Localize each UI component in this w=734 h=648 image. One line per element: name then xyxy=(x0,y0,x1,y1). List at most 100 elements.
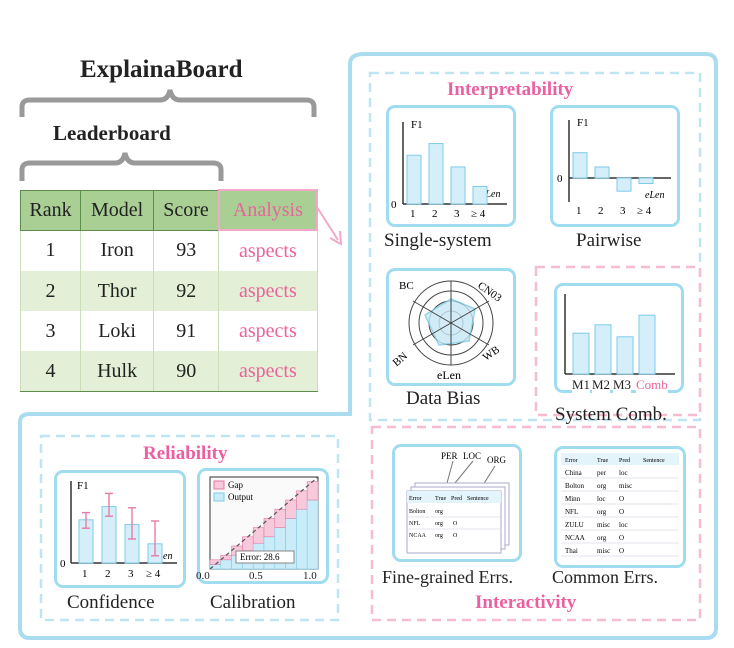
single-system-label: Single-system xyxy=(384,230,492,251)
cell-model: Hulk xyxy=(79,351,155,392)
cell-aspects-link[interactable]: aspects xyxy=(218,230,318,271)
reliability-label: Reliability xyxy=(143,443,228,464)
cell-rank: 1 xyxy=(20,230,81,271)
x-tick: ≥ 4 xyxy=(146,568,161,580)
gap-bar xyxy=(242,536,254,551)
ce-header: Pred xyxy=(619,458,630,464)
bar xyxy=(406,154,422,205)
x-tick: M2 xyxy=(592,377,611,393)
fg-header: Pred xyxy=(451,496,462,502)
ce-cell: China xyxy=(565,469,583,477)
leaderboard-title: Leaderboard xyxy=(53,121,171,145)
x-tick: M3 xyxy=(613,377,632,393)
x-tick: 1 xyxy=(410,208,416,220)
fg-header: Error xyxy=(409,496,422,502)
interactivity-label: Interactivity xyxy=(473,592,579,614)
cell-rank: 2 xyxy=(20,271,81,311)
cell-model: Loki xyxy=(79,311,155,351)
x-axis-label: eLen xyxy=(645,190,664,201)
confidence-label: Confidence xyxy=(67,592,155,613)
table-row: 3 Loki 91 aspects xyxy=(20,311,318,351)
table-row: 1 Iron 93 aspects xyxy=(20,230,318,271)
calibration-card[interactable]: Gap Output Error: 28.6 xyxy=(197,468,329,584)
zero-tick: 0 xyxy=(391,199,397,211)
ce-cell: NCAA xyxy=(565,534,585,542)
table-row: 4 Hulk 90 aspects xyxy=(20,351,318,392)
x-tick: 3 xyxy=(454,208,460,220)
fg-cell: O xyxy=(453,533,458,539)
gap-bar xyxy=(306,481,319,501)
y-axis-label: F1 xyxy=(77,480,89,492)
ce-cell: O xyxy=(619,534,624,542)
calibration-error: Error: 28.6 xyxy=(240,552,280,562)
x-tick: Comb xyxy=(636,377,668,393)
radar-label-cn03: CN03 xyxy=(475,280,504,305)
ce-cell: org xyxy=(597,508,607,516)
ce-cell: loc xyxy=(619,469,628,477)
ce-cell: ZULU xyxy=(565,521,584,529)
ce-cell: Bolton xyxy=(565,482,585,490)
ce-cell: org xyxy=(597,534,607,542)
system-comb-card[interactable] xyxy=(554,283,684,393)
calib-tick-0: 0.0 xyxy=(196,570,210,582)
explainaboard-title: ExplainaBoard xyxy=(80,56,243,83)
fine-grained-card[interactable]: PER LOC ORG Error True Pred Sentence Bol… xyxy=(392,444,522,562)
fg-cell: NCAA xyxy=(409,533,427,539)
x-tick: 3 xyxy=(128,568,134,580)
ce-cell: misc xyxy=(619,482,632,490)
leaderboard-table: Rank Model Score Analysis 1 Iron 93 aspe… xyxy=(20,189,319,392)
bar xyxy=(472,185,488,205)
cell-aspects-link[interactable]: aspects xyxy=(218,271,318,311)
ce-cell: per xyxy=(597,469,607,477)
fg-cell: O xyxy=(453,521,458,527)
calib-tick-1: 1.0 xyxy=(303,570,317,582)
header-model: Model xyxy=(79,189,155,231)
table-header-row: Rank Model Score Analysis xyxy=(20,189,319,231)
fg-cell: org xyxy=(435,509,443,515)
radar-label-elen: eLen xyxy=(437,368,461,382)
ce-cell: O xyxy=(619,495,624,503)
common-errs-label: Common Errs. xyxy=(552,567,658,587)
calibration-label: Calibration xyxy=(210,592,296,613)
ce-cell: NFL xyxy=(565,508,578,516)
data-bias-label: Data Bias xyxy=(406,388,481,409)
bar xyxy=(450,166,466,205)
calib-tick-05: 0.5 xyxy=(249,570,263,582)
cell-aspects-link[interactable]: aspects xyxy=(218,351,318,392)
x-tick: 2 xyxy=(598,205,604,217)
bar xyxy=(616,336,634,375)
tag-org: ORG xyxy=(487,455,507,465)
ce-header: Sentence xyxy=(643,458,665,464)
x-tick: 1 xyxy=(82,568,88,580)
data-bias-card[interactable]: BC CN03 BN WB eLen xyxy=(386,268,516,386)
gap-bar xyxy=(252,527,265,544)
legend-output: Output xyxy=(228,492,254,502)
header-analysis[interactable]: Analysis xyxy=(217,189,319,231)
radar-label-wb: WB xyxy=(481,344,502,364)
x-tick: M1 xyxy=(572,377,591,393)
calibration-chart: Gap Output Error: 28.6 xyxy=(209,476,319,570)
x-tick: 2 xyxy=(105,568,111,580)
ce-cell: loc xyxy=(619,521,628,529)
tag-loc: LOC xyxy=(463,451,481,461)
fg-cell: Bolton xyxy=(409,509,425,515)
ce-cell: misc xyxy=(597,521,610,529)
y-axis-label: F1 xyxy=(411,119,423,131)
fine-grained-graphic: PER LOC ORG Error True Pred Sentence Bol… xyxy=(406,451,510,554)
fg-cell: NFL xyxy=(409,521,421,527)
cell-score: 92 xyxy=(153,271,220,311)
fine-grained-label: Fine-grained Errs. xyxy=(382,567,513,587)
fg-cell: org xyxy=(435,521,443,527)
cell-aspects-link[interactable]: aspects xyxy=(218,311,318,351)
ce-header: Error xyxy=(565,458,578,464)
cell-model: Iron xyxy=(79,230,155,271)
x-axis-label: eLen xyxy=(481,189,500,200)
x-axis-label: eLen xyxy=(153,551,172,562)
